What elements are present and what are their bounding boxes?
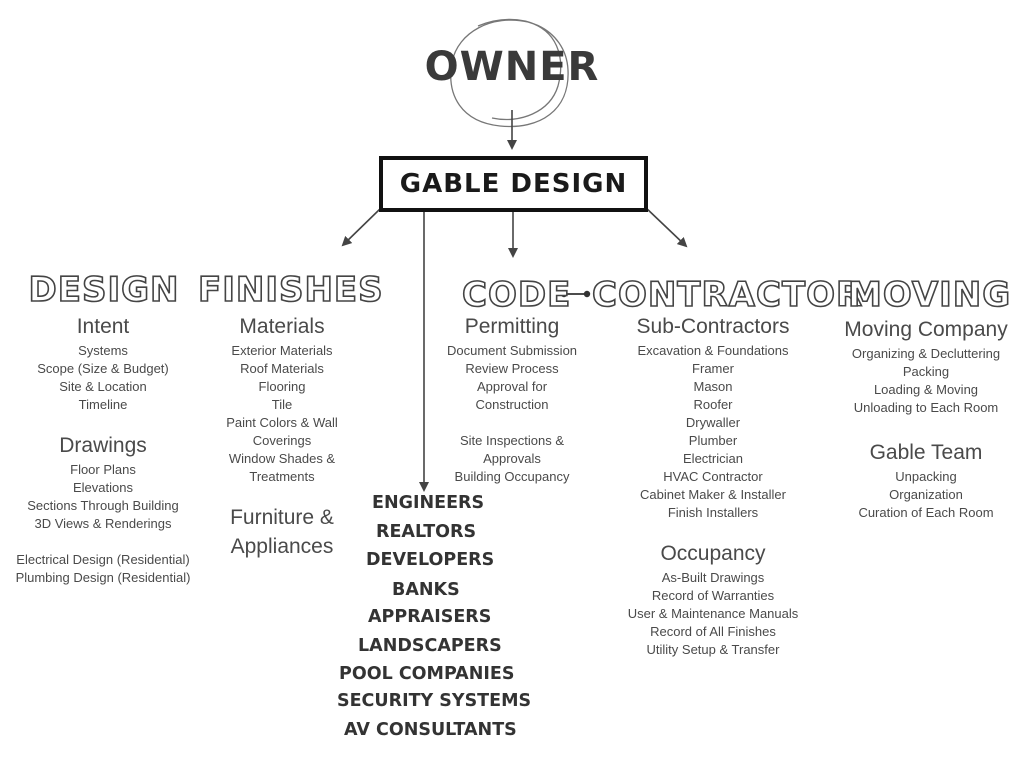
list-item: Packing (902, 364, 950, 379)
list-item: As-Built Drawings (661, 570, 765, 585)
design-intent-heading: Intent (76, 315, 130, 338)
list-item: Sections Through Building (27, 498, 179, 513)
arrow-to-design (341, 207, 382, 247)
list-item: Timeline (78, 397, 128, 412)
list-item: Window Shades & (228, 451, 336, 466)
list-item: Finish Installers (667, 505, 759, 520)
list-item: Approval for (476, 379, 548, 394)
design-drawings-list: Floor Plans Elevations Sections Through … (3, 461, 203, 587)
list-item: Mason (693, 379, 733, 394)
list-item: Unloading to Each Room (853, 400, 999, 415)
list-item: Drywaller (685, 415, 741, 430)
moving-team-heading: Gable Team (869, 441, 983, 464)
list-item: 3D Views & Renderings (34, 516, 172, 531)
contractor-occupancy-heading: Occupancy (660, 542, 766, 565)
list-item: Approvals (483, 451, 541, 466)
list-item: Elevations (73, 480, 133, 495)
code-permitting-heading: Permitting (464, 315, 560, 338)
list-item: Electrician (683, 451, 743, 466)
arrow-to-contractor (643, 205, 688, 248)
list-item: Electrical Design (Residential) (16, 552, 190, 567)
partner-item: POOL COMPANIES (339, 664, 515, 684)
list-item: Framer (692, 361, 734, 376)
list-item: Plumber (688, 433, 738, 448)
owner-title: OWNER (424, 44, 600, 90)
finishes-furniture-line1: Furniture & (230, 506, 334, 529)
moving-team-list: Unpacking Organization Curation of Each … (826, 468, 1024, 522)
list-item: Excavation & Foundations (637, 343, 789, 358)
list-item: Roof Materials (240, 361, 324, 376)
partner-item: BANKS (392, 580, 460, 600)
partner-item: LANDSCAPERS (358, 636, 502, 656)
gable-design-title: GABLE DESIGN (399, 169, 628, 199)
partner-item: AV CONSULTANTS (344, 720, 517, 740)
list-item: Utility Setup & Transfer (646, 642, 780, 657)
contractor-subcontractors-heading: Sub-Contractors (636, 315, 790, 338)
list-item: Coverings (252, 433, 312, 448)
gable-design-box: GABLE DESIGN (379, 156, 648, 212)
contractor-occupancy-list: As-Built Drawings Record of Warranties U… (603, 569, 823, 659)
moving-company-heading: Moving Company (844, 318, 1008, 341)
moving-company-list: Organizing & Decluttering Packing Loadin… (826, 345, 1024, 417)
contractor-heading: CONTRACTOR (591, 274, 864, 316)
list-item: Organizing & Decluttering (851, 346, 1001, 361)
partner-item: DEVELOPERS (366, 550, 495, 570)
list-item (412, 414, 612, 432)
list-item: Site & Location (59, 379, 147, 394)
design-heading: DESIGN (28, 269, 180, 311)
partner-item: SECURITY SYSTEMS (337, 691, 532, 711)
list-item: Exterior Materials (231, 343, 333, 358)
list-item: Systems (78, 343, 128, 358)
code-contractor-dot-right (583, 290, 591, 298)
list-item: Roofer (693, 397, 733, 412)
design-drawings-heading: Drawings (59, 434, 147, 457)
partner-item: REALTORS (376, 522, 477, 542)
code-heading: CODE (461, 274, 572, 316)
owner-scribble (450, 18, 569, 128)
finishes-materials-list: Exterior Materials Roof Materials Floori… (182, 342, 382, 486)
list-item: Flooring (258, 379, 306, 394)
list-item: Scope (Size & Budget) (37, 361, 169, 376)
list-item: Loading & Moving (873, 382, 979, 397)
list-item: Document Submission (446, 343, 578, 358)
moving-heading: MOVING (847, 274, 1012, 316)
list-item: Record of All Finishes (650, 624, 776, 639)
code-permitting-list: Document Submission Review Process Appro… (412, 342, 612, 486)
list-item: Plumbing Design (Residential) (15, 570, 191, 585)
list-item: Paint Colors & Wall (226, 415, 338, 430)
list-item: Curation of Each Room (858, 505, 994, 520)
design-intent-list: Systems Scope (Size & Budget) Site & Loc… (3, 342, 203, 414)
list-item: HVAC Contractor (663, 469, 763, 484)
list-item: Organization (889, 487, 963, 502)
list-item: Floor Plans (70, 462, 136, 477)
list-item: Construction (475, 397, 549, 412)
finishes-materials-heading: Materials (239, 315, 325, 338)
list-item: Unpacking (895, 469, 957, 484)
list-item: Treatments (249, 469, 315, 484)
partner-item: APPRAISERS (368, 607, 492, 627)
partner-item: ENGINEERS (372, 493, 485, 513)
list-item: User & Maintenance Manuals (627, 606, 799, 621)
list-item: Cabinet Maker & Installer (640, 487, 786, 502)
code-contractor-dot-left (560, 290, 568, 298)
list-item: Review Process (465, 361, 559, 376)
list-item (3, 533, 203, 551)
finishes-heading: FINISHES (197, 269, 384, 311)
list-item: Site Inspections & (459, 433, 565, 448)
list-item: Record of Warranties (651, 588, 775, 603)
list-item: Tile (271, 397, 293, 412)
finishes-furniture-line2: Appliances (230, 535, 334, 558)
list-item: Building Occupancy (454, 469, 570, 484)
contractor-subcontractors-list: Excavation & Foundations Framer Mason Ro… (603, 342, 823, 522)
